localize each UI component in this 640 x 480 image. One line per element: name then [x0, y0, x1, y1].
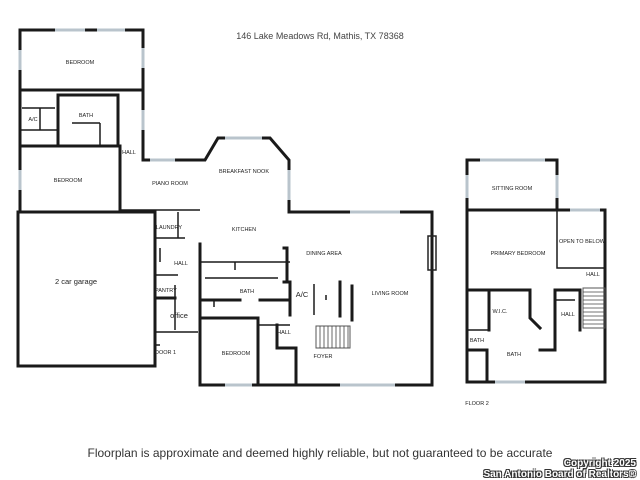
label-ac-top: A/C	[28, 117, 37, 123]
label-dining-area: DINING AREA	[306, 251, 342, 257]
label-pantry: PANTRY	[155, 288, 177, 294]
copyright-board: San Antonio Board of Realtors®	[483, 469, 636, 480]
label-laundry: LAUNDRY	[156, 225, 183, 231]
label-hall-low: HALL	[277, 330, 291, 336]
label-open-to-below: OPEN TO BELOW	[559, 239, 606, 245]
label-hall-top: HALL	[122, 150, 136, 156]
label-bath-f2: BATH	[507, 352, 521, 358]
floor-2-walls	[465, 158, 607, 384]
label-primary-bedroom: PRIMARY BEDROOM	[491, 251, 546, 257]
label-kitchen: KITCHEN	[232, 227, 256, 233]
floor-2-windows	[465, 158, 600, 384]
label-hall-f2: HALL	[586, 272, 600, 278]
foyer-stairs	[315, 325, 351, 349]
fireplace-shape	[427, 235, 437, 271]
label-floor-2: FLOOR 2	[465, 401, 489, 407]
floor-1-walls	[16, 28, 437, 387]
label-piano-room: PIANO ROOM	[152, 181, 188, 187]
room-labels: BEDROOM A/C BATH HALL BEDROOM PIANO ROOM…	[28, 60, 605, 407]
label-bath-top: BATH	[79, 113, 93, 119]
label-bedroom-low: BEDROOM	[222, 351, 251, 357]
floor-1-windows	[18, 28, 400, 387]
copyright-year: Copyright 2025	[563, 458, 636, 469]
label-foyer: FOYER	[314, 354, 333, 360]
label-living-room: LIVING ROOM	[372, 291, 409, 297]
label-garage: 2 car garage	[55, 277, 97, 286]
label-bath-f2-small: BATH	[470, 338, 484, 344]
label-wic: W.I.C.	[493, 309, 508, 315]
label-hall-mid: HALL	[174, 261, 188, 267]
label-ac-mid: A/C	[296, 290, 309, 299]
plan-address: 146 Lake Meadows Rd, Mathis, TX 78368	[236, 31, 404, 41]
label-door: DOOR 1	[155, 350, 176, 356]
label-office: office	[170, 311, 188, 320]
label-sitting-room: SITTING ROOM	[492, 186, 533, 192]
label-hall-f2-low: HALL	[561, 312, 575, 318]
label-breakfast-nook: BREAKFAST NOOK	[219, 169, 269, 175]
label-bedroom-mid: BEDROOM	[54, 178, 83, 184]
disclaimer-text: Floorplan is approximate and deemed high…	[87, 446, 553, 460]
label-bath-mid: BATH	[240, 289, 254, 295]
label-bedroom-top: BEDROOM	[66, 60, 95, 66]
floor-2-stairs	[582, 287, 606, 329]
